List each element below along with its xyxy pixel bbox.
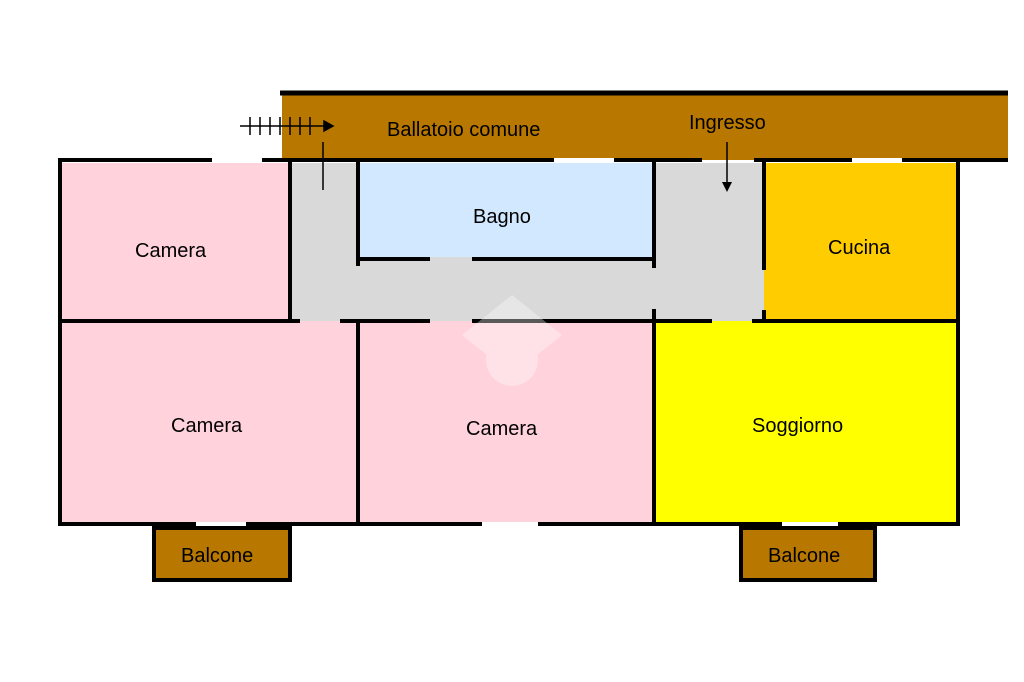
label-balcone-left: Balcone: [181, 545, 253, 567]
room-soggiorno: [654, 321, 956, 523]
watermark-logo-icon: [462, 295, 562, 386]
room-camera-bottom-center: [358, 321, 654, 523]
room-bagno: [358, 163, 654, 259]
label-balcone-right: Balcone: [768, 545, 840, 567]
label-camera-top-left: Camera: [135, 240, 207, 262]
label-soggiorno: Soggiorno: [752, 415, 843, 437]
balcone-right: [739, 526, 877, 582]
label-camera-bottom-center: Camera: [466, 418, 538, 440]
windows: [196, 158, 902, 526]
room-camera-bottom-left: [62, 321, 358, 523]
room-cucina: [764, 163, 956, 321]
ballatoio-area: [282, 93, 1008, 160]
room-camera-top-left: [62, 163, 290, 321]
ingresso-arrow-icon: [722, 142, 732, 192]
label-cucina: Cucina: [828, 237, 891, 259]
balcone-left: [152, 526, 292, 582]
stairs-arrow-icon: [240, 117, 335, 135]
label-bagno: Bagno: [473, 206, 531, 228]
label-camera-bottom-left: Camera: [171, 415, 243, 437]
label-ingresso: Ingresso: [689, 112, 766, 134]
label-ballatoio: Ballatoio comune: [387, 119, 540, 141]
corridor: [290, 163, 764, 321]
